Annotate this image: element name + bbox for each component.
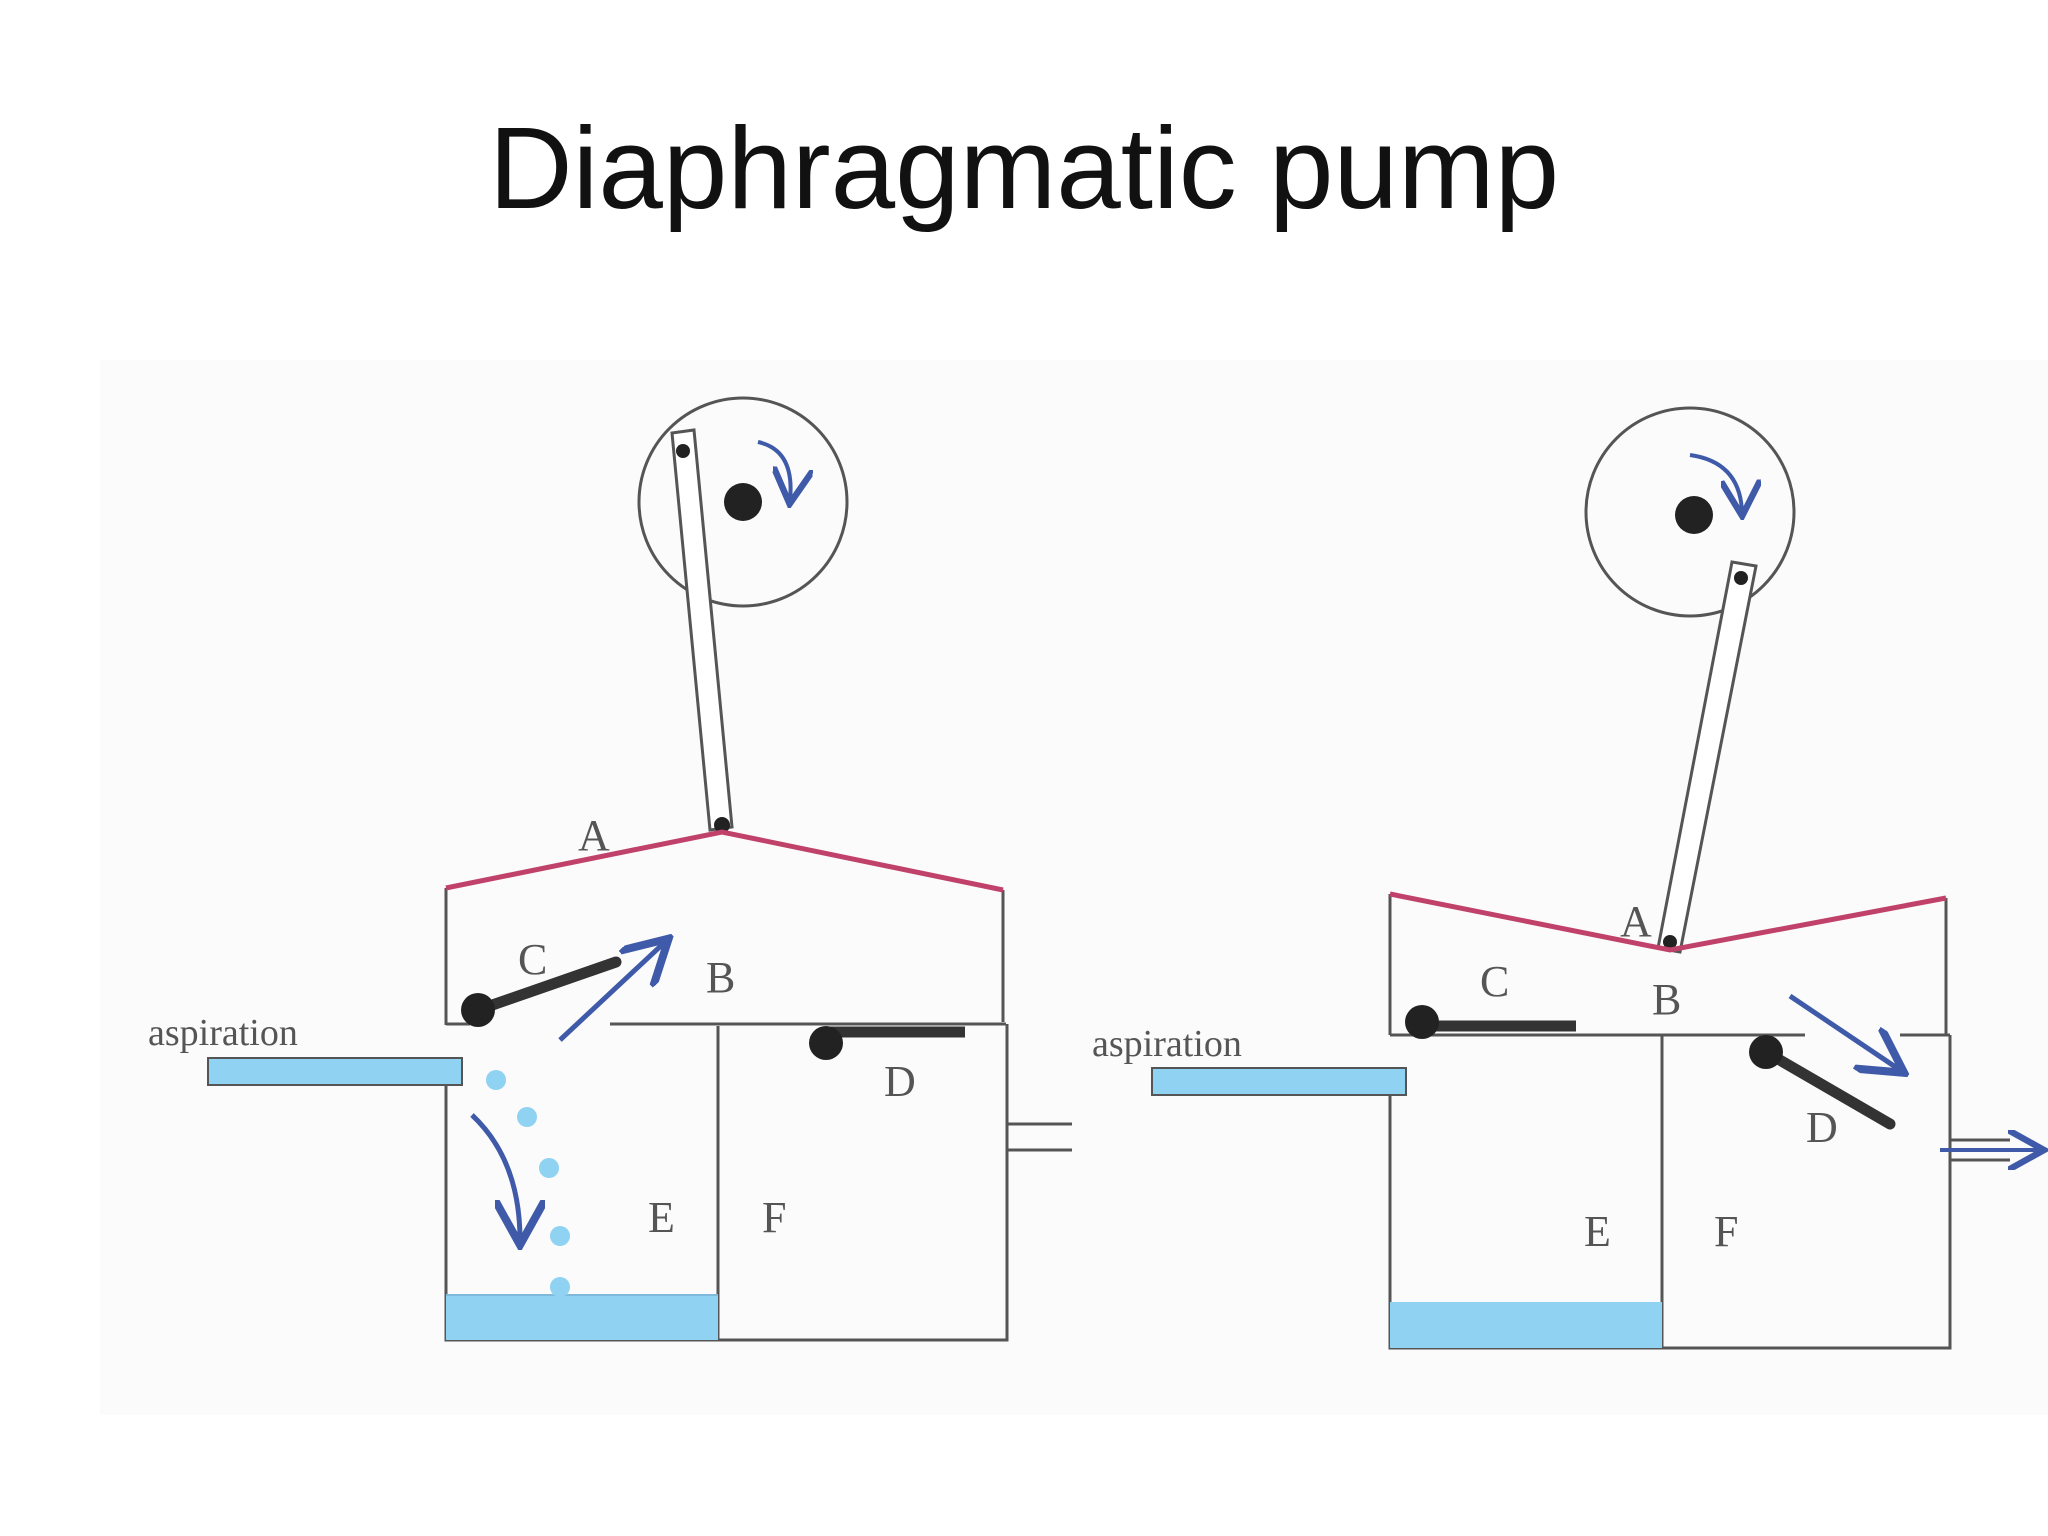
- left-label-E: E: [648, 1193, 675, 1242]
- slide-title: Diaphragmatic pump: [488, 103, 1560, 233]
- left-label-D: D: [884, 1057, 916, 1106]
- left-label-A: A: [578, 811, 610, 860]
- right-pump-diagram: A B C D E F aspiration: [1092, 406, 2040, 1350]
- right-crank-wheel: [1584, 406, 1796, 618]
- left-rod-top-pin: [676, 444, 690, 458]
- left-droplet: [550, 1277, 570, 1297]
- right-crank-axle: [1675, 496, 1713, 534]
- left-label-F: F: [762, 1193, 786, 1242]
- left-pump-diagram: A B C D E F aspiration: [148, 396, 1072, 1342]
- left-droplet: [517, 1107, 537, 1127]
- right-label-C: C: [1480, 957, 1509, 1006]
- right-label-F: F: [1714, 1207, 1738, 1256]
- right-connecting-rod: [1656, 560, 1758, 954]
- left-lower-box: [444, 1024, 1009, 1342]
- right-diaphragm: [1389, 891, 1947, 953]
- right-valve-D: [1760, 1046, 1896, 1130]
- left-label-C: C: [518, 935, 547, 984]
- right-flow-arrow-into-F: [1788, 993, 1900, 1070]
- left-rod-bottom-pin: [714, 817, 730, 833]
- right-label-A: A: [1620, 897, 1652, 946]
- right-valve-C-hinge: [1405, 1005, 1439, 1039]
- right-fluid-E: [1390, 1302, 1662, 1348]
- left-label-aspiration: aspiration: [148, 1012, 298, 1054]
- right-valve-D-hinge: [1749, 1035, 1783, 1069]
- left-droplet: [539, 1158, 559, 1178]
- right-rod-top-pin: [1734, 571, 1748, 585]
- figure-background: [100, 360, 2048, 1415]
- left-valve-D-hinge: [809, 1026, 843, 1060]
- right-label-aspiration: aspiration: [1092, 1023, 1242, 1065]
- left-flow-arrow-into-B: [558, 942, 665, 1042]
- left-connecting-rod: [670, 428, 734, 832]
- left-crank-axle: [724, 483, 762, 521]
- left-diaphragm: [445, 829, 1004, 893]
- left-droplet: [486, 1070, 506, 1090]
- left-rotation-arrow: [757, 440, 791, 500]
- left-inlet-pipe: [207, 1057, 463, 1086]
- right-lower-box: [1388, 1035, 1952, 1350]
- left-droplet: [550, 1226, 570, 1246]
- left-label-B: B: [706, 953, 735, 1002]
- right-inlet-pipe: [1151, 1067, 1407, 1096]
- left-fluid-E: [446, 1295, 718, 1340]
- left-flow-arrow-into-E: [470, 1113, 520, 1240]
- left-crank-wheel: [637, 396, 849, 608]
- left-valve-C: [472, 956, 622, 1016]
- right-rod-bottom-pin: [1663, 935, 1677, 949]
- right-rotation-arrow: [1689, 453, 1742, 512]
- right-label-E: E: [1584, 1207, 1611, 1256]
- left-valve-C-hinge: [461, 993, 495, 1027]
- right-label-B: B: [1652, 975, 1681, 1024]
- right-label-D: D: [1806, 1103, 1838, 1152]
